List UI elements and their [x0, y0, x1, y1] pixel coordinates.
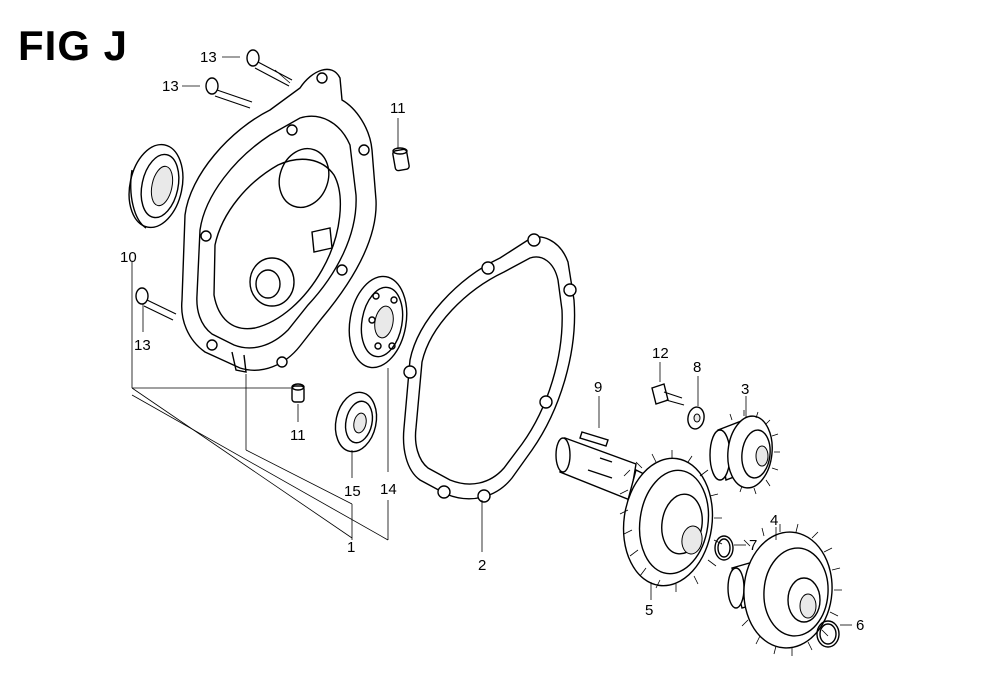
callout-10: 10 — [120, 249, 137, 266]
flange-bolt-middle — [205, 77, 253, 109]
flange-bolt-top — [246, 49, 293, 87]
flange-bolt-lower — [135, 287, 177, 321]
dowel-pin-upper — [392, 147, 410, 172]
gasket — [402, 233, 577, 503]
callout-7: 7 — [749, 537, 757, 554]
ball-bearing-large — [348, 275, 408, 369]
callout-2: 2 — [478, 557, 486, 574]
callout-11-lower: 11 — [290, 427, 306, 444]
output-shaft-gear — [555, 437, 723, 592]
callout-14: 14 — [380, 481, 397, 498]
callout-8: 8 — [693, 359, 701, 376]
callout-13-top: 13 — [200, 49, 217, 66]
figure-title: FIG J — [18, 22, 129, 69]
callout-11-upper: 11 — [390, 100, 406, 117]
callout-5: 5 — [645, 602, 653, 619]
callout-13-lower: 13 — [134, 337, 151, 354]
callout-13-middle: 13 — [162, 78, 179, 95]
callout-1: 1 — [347, 539, 355, 556]
oil-seal — [128, 143, 184, 229]
flange-bolt-small — [651, 383, 685, 406]
circlip-small — [714, 535, 734, 561]
washer — [687, 406, 705, 430]
gear-case-cover — [181, 68, 377, 373]
callout-15: 15 — [344, 483, 361, 500]
idler-gear-small — [709, 410, 780, 495]
circlip-large — [816, 620, 840, 648]
callout-labels: 13 13 11 10 13 11 15 14 1 2 9 12 8 3 5 7… — [120, 49, 864, 634]
dowel-pin-lower — [291, 383, 305, 403]
callout-12: 12 — [652, 345, 669, 362]
reduction-gear — [727, 523, 842, 656]
shaft-key — [579, 431, 609, 447]
callout-3: 3 — [741, 381, 749, 398]
callout-9: 9 — [594, 379, 602, 396]
callout-6: 6 — [856, 617, 864, 634]
leader-lines — [131, 56, 852, 626]
callout-4: 4 — [770, 512, 778, 529]
ball-bearing-small — [334, 391, 378, 453]
